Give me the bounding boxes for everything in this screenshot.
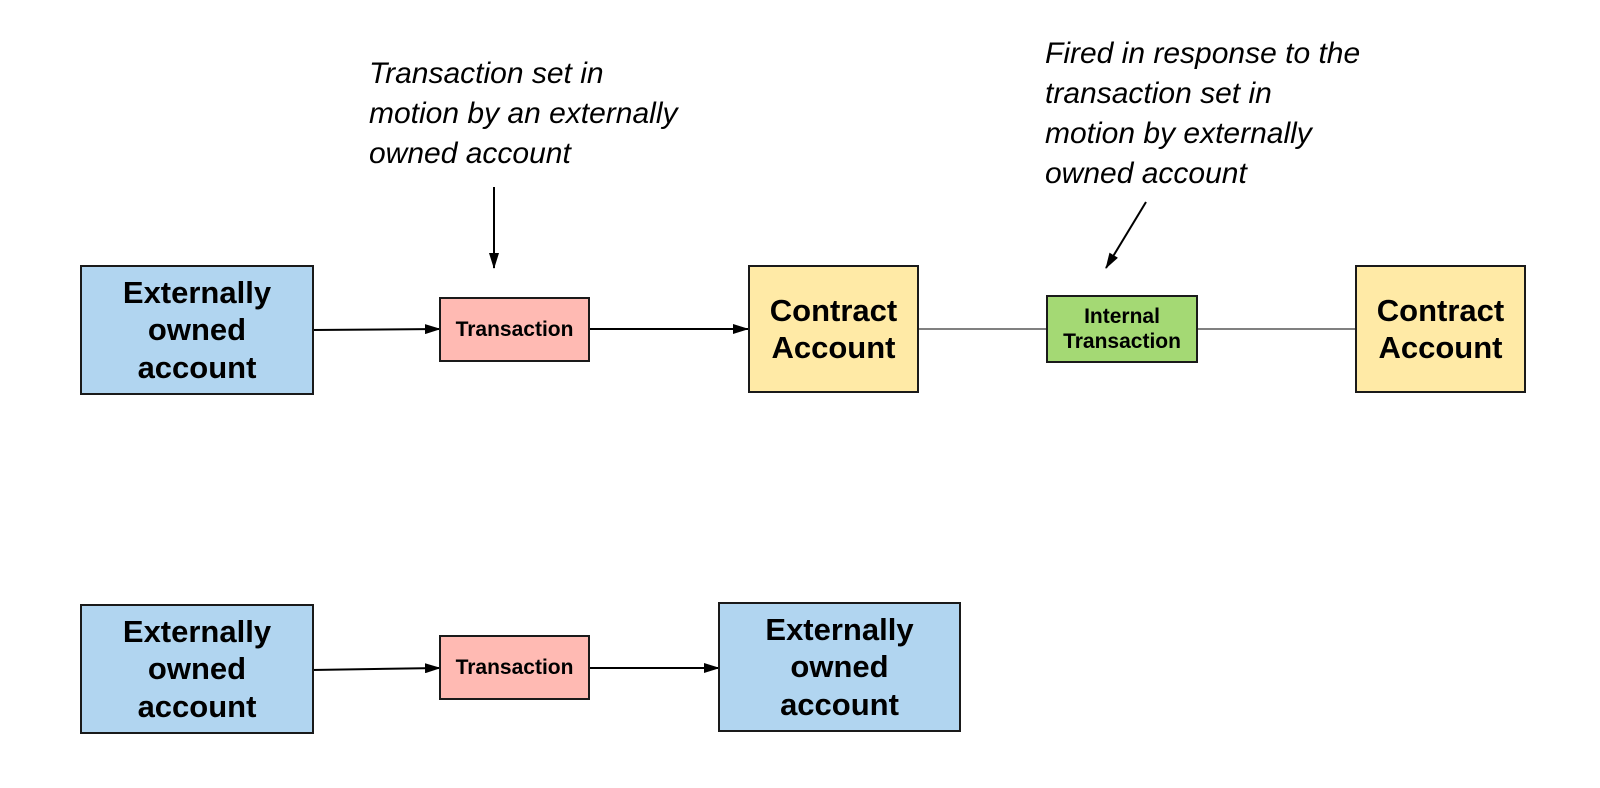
transaction-label-2: Transaction [455, 655, 574, 679]
eoa-label: Externally owned account [122, 275, 272, 385]
contract-account-label-2: Contract Account [1376, 292, 1505, 365]
internal-transaction-box: Internal Transaction [1046, 295, 1198, 363]
eoa-from-box: Externally owned account [80, 604, 314, 734]
contract-account-box-1: Contract Account [748, 265, 919, 393]
contract-account-label-1: Contract Account [769, 292, 898, 365]
transaction-box: Transaction [439, 297, 590, 362]
arrow-eoa-to-transaction [311, 324, 441, 335]
transaction-box-2: Transaction [439, 635, 590, 700]
eoa-to-label: Externally owned account [765, 612, 914, 722]
contract-account-box-2: Contract Account [1355, 265, 1526, 393]
note-internal-transaction: Fired in response to the transaction set… [1045, 37, 1361, 190]
note-transaction: Transaction set in motion by an external… [369, 57, 678, 170]
eoa-from-label: Externally owned account [122, 614, 272, 724]
internal-transaction-label: Internal Transaction [1063, 304, 1181, 353]
transaction-label: Transaction [455, 317, 574, 341]
arrow-note-to-internal [1105, 201, 1147, 269]
eoa-box: Externally owned account [80, 265, 314, 395]
arrow-eoa-to-transaction-2 [311, 663, 441, 674]
eoa-to-box: Externally owned account [718, 602, 961, 732]
